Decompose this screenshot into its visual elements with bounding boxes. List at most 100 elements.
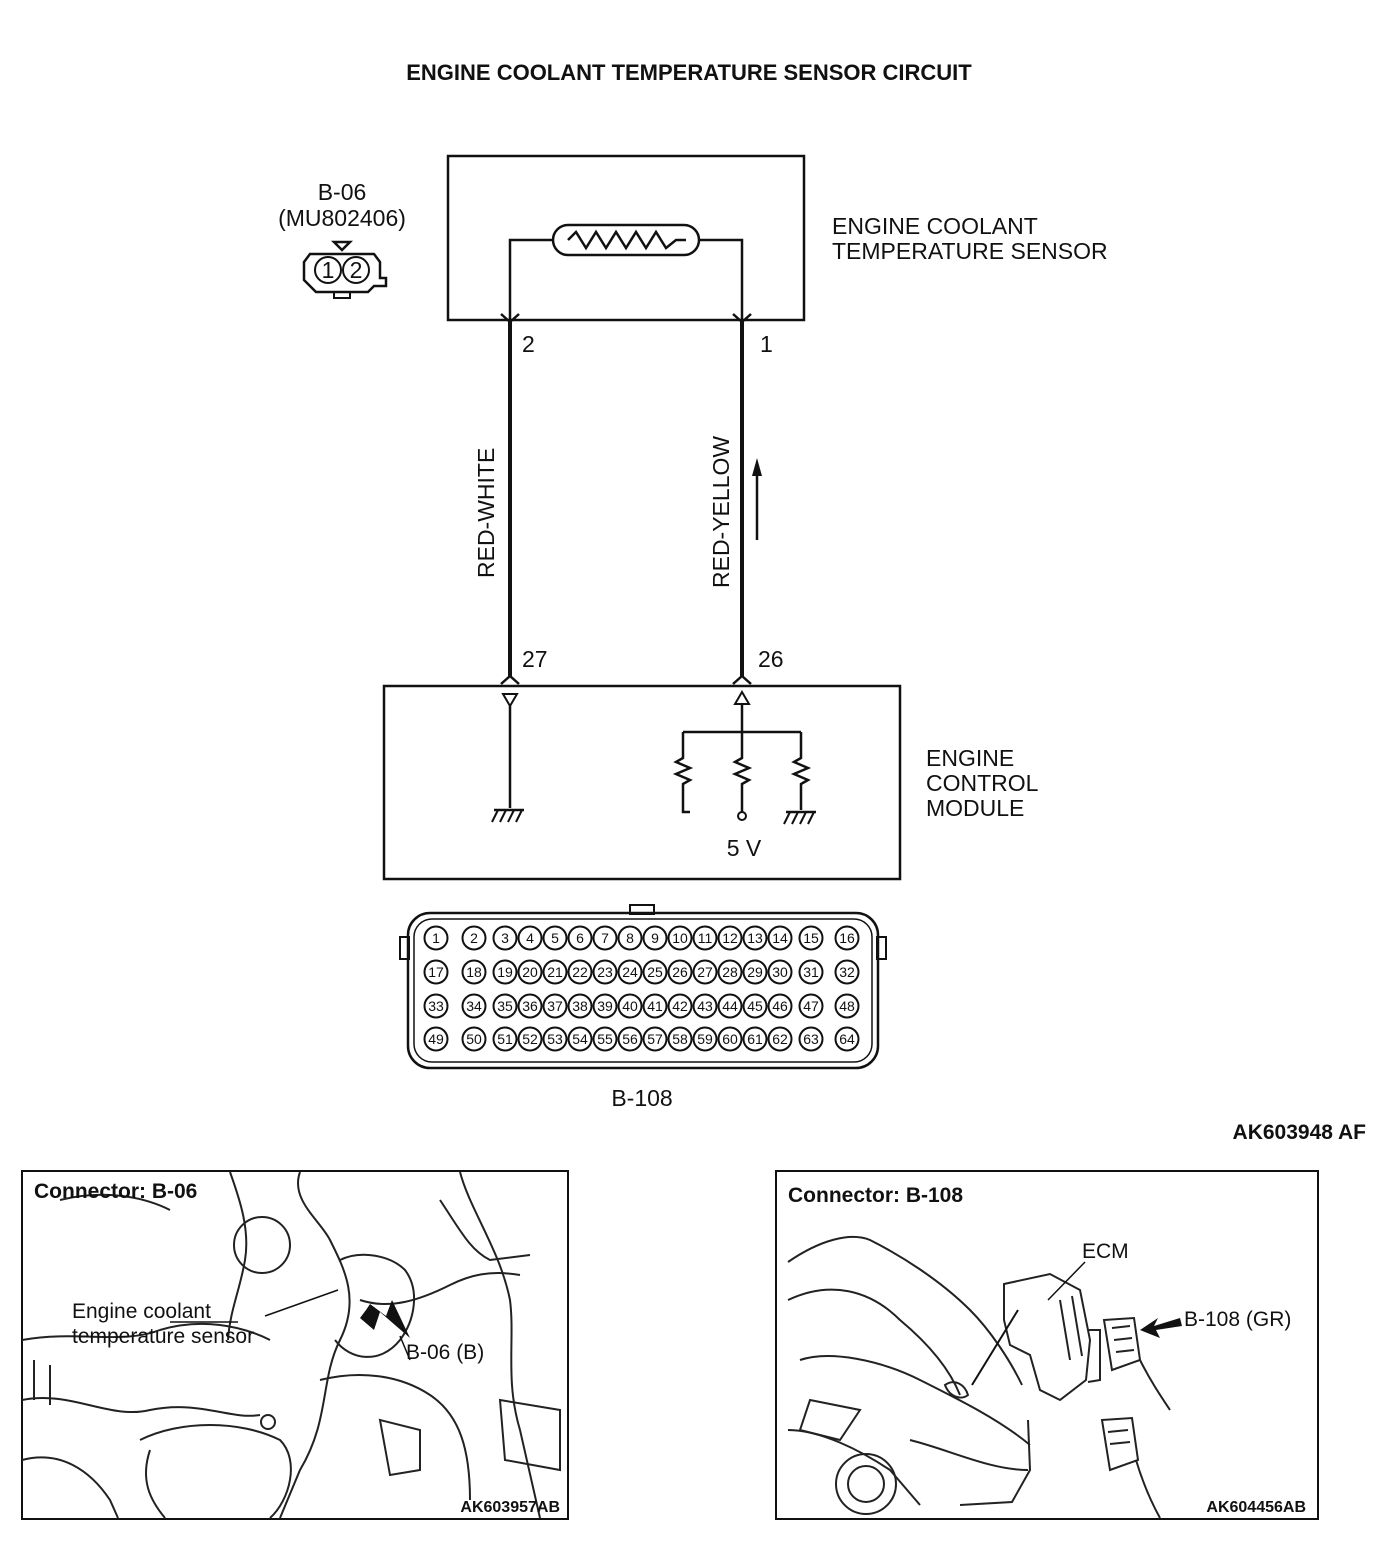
coolant-sensor-box <box>446 154 806 324</box>
b108-pin-circle <box>767 925 793 951</box>
panel-right-ecm-label: ECM <box>1082 1240 1129 1263</box>
b108-callout-arrow <box>1140 1318 1182 1338</box>
b108-pin-circle <box>617 925 643 951</box>
b108-pin-circle <box>517 959 543 985</box>
b108-pin-label: 57 <box>647 1031 663 1047</box>
b108-pin-circle <box>742 993 768 1019</box>
b108-pin-label: 50 <box>466 1031 482 1047</box>
b108-pin-label: 37 <box>547 998 563 1014</box>
b108-pin-label: 11 <box>698 930 713 946</box>
ecm-label-line3: MODULE <box>926 795 1024 821</box>
b108-pin-circle <box>517 925 543 951</box>
b108-pin-label: 5 <box>551 930 559 946</box>
b108-pin-circle <box>767 1026 793 1052</box>
b108-pin-circle <box>692 993 718 1019</box>
panel-left-label-line1: Engine coolant <box>72 1300 211 1323</box>
sensor-label-line2: TEMPERATURE SENSOR <box>832 238 1108 264</box>
b06-pin-1: 1 <box>322 257 335 283</box>
b108-pin-label: 62 <box>772 1031 788 1047</box>
b108-pin-label: 30 <box>772 964 788 980</box>
b108-pin-circle <box>717 925 743 951</box>
b108-pin-label: 12 <box>722 930 738 946</box>
panel-left-code: AK603957AB <box>460 1499 560 1516</box>
b108-pin-label: 49 <box>428 1031 444 1047</box>
b108-pin-label: 47 <box>803 998 819 1014</box>
b108-pin-label: 42 <box>672 998 688 1014</box>
b108-pin-label: 28 <box>722 964 738 980</box>
b108-pin-label: 48 <box>839 998 855 1014</box>
b108-pin-circle <box>592 959 618 985</box>
b108-pin-label: 4 <box>526 930 534 946</box>
b108-pin-circle <box>717 993 743 1019</box>
b108-pin-label: 1 <box>432 930 440 946</box>
b108-pin-circle <box>798 993 824 1019</box>
b108-pin-circle <box>567 993 593 1019</box>
b108-pin-circle <box>542 959 568 985</box>
b108-pin-label: 13 <box>747 930 763 946</box>
b108-pin-label: 40 <box>622 998 638 1014</box>
b108-pin-circle <box>667 993 693 1019</box>
b108-pin-label: 24 <box>622 964 638 980</box>
b108-pin-label: 3 <box>501 930 509 946</box>
b108-pin-label: 60 <box>722 1031 738 1047</box>
sensor-terminal-1: 1 <box>760 331 773 357</box>
b108-pin-label: 34 <box>466 998 482 1014</box>
b108-pin-label: 59 <box>697 1031 713 1047</box>
b108-pin-label: 15 <box>803 930 819 946</box>
ground-symbol-left <box>491 808 524 823</box>
b108-pin-circle <box>667 959 693 985</box>
b108-pin-circle <box>423 925 449 951</box>
b108-pin-label: 10 <box>672 930 688 946</box>
b108-pin-circle <box>492 993 518 1019</box>
b06-connector: B-06 (MU802406) 1 2 <box>278 179 406 299</box>
b108-label: B-108 <box>611 1085 672 1111</box>
b108-pin-circle <box>798 1026 824 1052</box>
b06-pin-2: 2 <box>350 257 363 283</box>
sensor-terminal-2: 2 <box>522 331 535 357</box>
b108-pin-circle <box>742 925 768 951</box>
panel-right-title: Connector: B-108 <box>788 1184 963 1207</box>
ecm-label-line1: ENGINE <box>926 745 1014 771</box>
b108-pin-circle <box>642 959 668 985</box>
b108-pin-label: 41 <box>647 998 663 1014</box>
supply-node <box>737 811 747 821</box>
b108-pin-circle <box>834 959 860 985</box>
b108-pin-circle <box>492 1026 518 1052</box>
b108-pin-label: 27 <box>697 964 713 980</box>
b108-pin-label: 39 <box>597 998 613 1014</box>
b108-pin-label: 53 <box>547 1031 563 1047</box>
b108-pin-label: 23 <box>597 964 613 980</box>
b108-pin-circle <box>542 1026 568 1052</box>
b108-pin-label: 21 <box>547 964 563 980</box>
ecm-label-line2: CONTROL <box>926 770 1039 796</box>
b108-pin-circle <box>717 959 743 985</box>
b108-pin-circle <box>461 959 487 985</box>
wire-label-red-yellow: RED-YELLOW <box>708 436 734 588</box>
b108-pin-circle <box>617 1026 643 1052</box>
b108-pin-label: 32 <box>839 964 855 980</box>
panel-left-title: Connector: B-06 <box>34 1180 197 1203</box>
b108-pin-circle <box>717 1026 743 1052</box>
b108-pin-circle <box>798 959 824 985</box>
b108-pin-circle <box>798 925 824 951</box>
b108-pin-circle <box>742 1026 768 1052</box>
b108-pin-circle <box>667 925 693 951</box>
b108-pin-circle <box>592 925 618 951</box>
b108-pin-circle <box>834 1026 860 1052</box>
figure-code: AK603948 AF <box>1233 1121 1367 1144</box>
b108-pin-circle <box>423 993 449 1019</box>
b108-pin-label: 2 <box>470 930 478 946</box>
b108-pin-circle <box>423 1026 449 1052</box>
panel-right-code: AK604456AB <box>1206 1499 1306 1516</box>
sensor-label-line1: ENGINE COOLANT <box>832 213 1038 239</box>
b108-pin-label: 33 <box>428 998 444 1014</box>
b108-pin-label: 31 <box>803 964 819 980</box>
b108-pin-circle <box>592 1026 618 1052</box>
b108-pin-circle <box>692 1026 718 1052</box>
b108-pin-label: 29 <box>747 964 763 980</box>
b108-pin-label: 51 <box>497 1031 513 1047</box>
b108-pin-label: 58 <box>672 1031 688 1047</box>
